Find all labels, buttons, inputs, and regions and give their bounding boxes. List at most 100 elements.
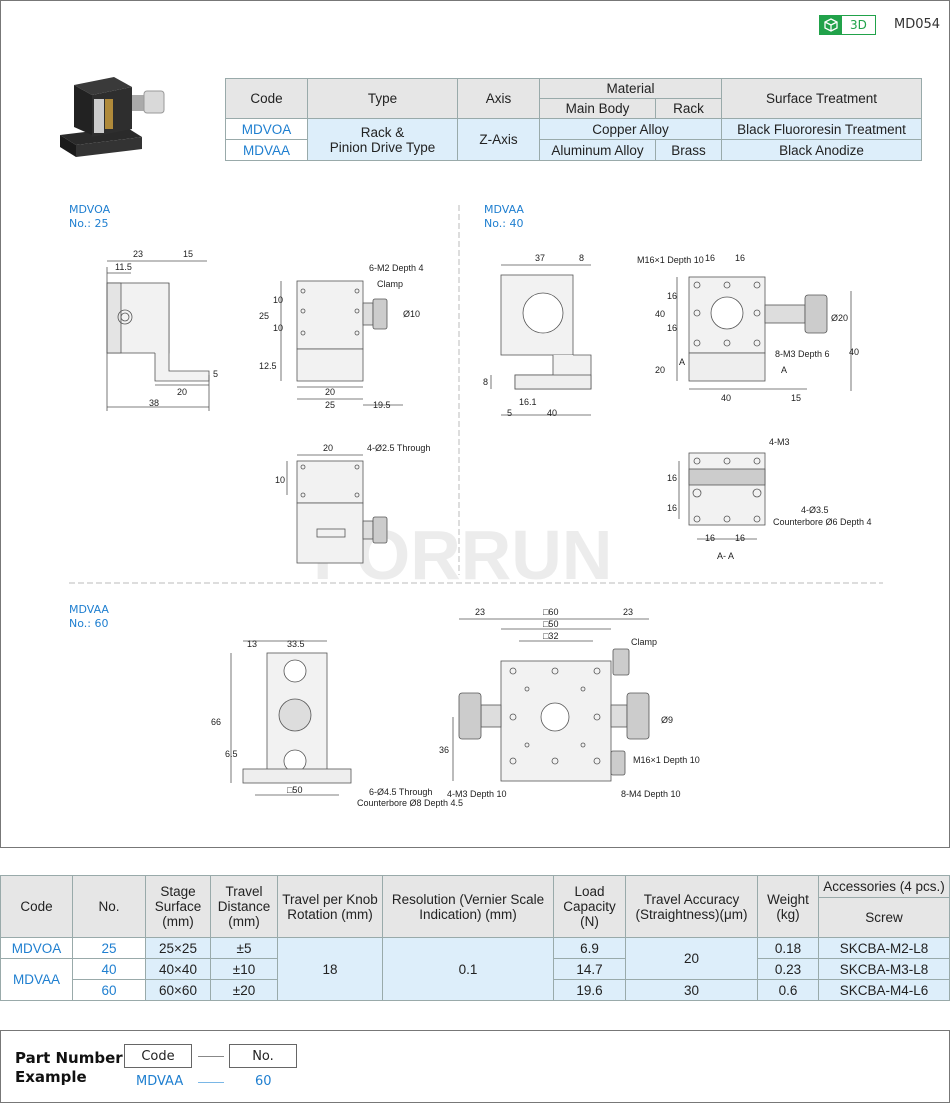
drawing-25-front: 23 15 11.5 20 38 5 xyxy=(106,249,218,411)
dim-20v: 20 xyxy=(655,365,665,375)
th-accessories: Accessories (4 pcs.) xyxy=(818,875,950,898)
dim-10a: 10 xyxy=(273,295,283,305)
th-stage: Stage Surface (mm) xyxy=(145,875,211,938)
dim-11-5: 11.5 xyxy=(115,262,132,272)
th-type: Type xyxy=(307,78,458,119)
dim-12-5: 12.5 xyxy=(259,361,277,371)
dim-16b: 16 xyxy=(735,533,745,543)
dim-16b: 16 xyxy=(735,253,745,263)
title-line2: Example xyxy=(15,1068,87,1086)
label-clamp: Clamp xyxy=(631,637,657,647)
travel-cell: ±5 xyxy=(210,937,278,959)
dim-32: □32 xyxy=(543,631,558,641)
dim-23a: 23 xyxy=(475,607,485,617)
dim-37: 37 xyxy=(535,253,545,263)
cube-icon xyxy=(820,16,842,34)
th-screw: Screw xyxy=(818,897,950,938)
dim-16v2: 16 xyxy=(667,503,677,513)
dim-20: 20 xyxy=(177,387,187,397)
dim-19-5: 19.5 xyxy=(373,400,391,410)
accuracy-cell: 20 xyxy=(625,937,758,980)
dim-33-5: 33.5 xyxy=(287,639,305,649)
th-material: Material xyxy=(539,78,722,99)
dim-phi20: Ø20 xyxy=(831,313,848,323)
dim-40: 40 xyxy=(547,408,557,418)
dim-10: 10 xyxy=(275,475,285,485)
drawing-60-side: 23 □60 23 □50 □32 Clamp Ø9 36 M16×1 Dept… xyxy=(439,607,700,799)
stage-cell: 60×60 xyxy=(145,979,211,1001)
th-rack: Rack xyxy=(655,98,722,119)
drawing-40-front: 37 8 8 16.1 5 40 xyxy=(483,253,592,418)
dim-40h: 40 xyxy=(721,393,731,403)
3d-model-button[interactable]: 3D xyxy=(819,15,876,35)
dim-15: 15 xyxy=(183,249,193,259)
dim-50: □50 xyxy=(543,619,558,629)
dim-phi10: Ø10 xyxy=(403,309,420,319)
weight-cell: 0.18 xyxy=(757,937,819,959)
code-cell: MDVAA xyxy=(0,958,73,1001)
dim-60: □60 xyxy=(543,607,558,617)
product-code: MD054 xyxy=(894,17,941,32)
dim-16v1: 16 xyxy=(667,473,677,483)
surface-cell: Black Anodize xyxy=(721,139,922,161)
dim-23b: 23 xyxy=(623,607,633,617)
drawing-sheet: 3D MD054 Code Type Axis Material Surface… xyxy=(0,0,950,848)
section-code: MDVOA xyxy=(69,203,111,216)
drawing-40-section: 4-M3 16 16 4-Ø3.5 Counterbore Ø6 Depth 4… xyxy=(667,437,872,561)
code-cell: MDVAA xyxy=(225,139,308,161)
main-body-cell: Aluminum Alloy xyxy=(539,139,656,161)
screw-cell: SKCBA-M2-L8 xyxy=(818,937,950,959)
label-4-m3: 4-M3 Depth 10 xyxy=(447,789,507,799)
no-cell: 25 xyxy=(72,937,146,959)
dim-25: 25 xyxy=(259,311,269,321)
section-no: No.: 40 xyxy=(484,217,524,230)
th-main-body: Main Body xyxy=(539,98,656,119)
label-through: 4-Ø2.5 Through xyxy=(367,443,430,453)
type-line1: Rack & xyxy=(360,124,405,140)
drawing-60-front: 13 33.5 66 6.5 □50 6-Ø4.5 Through Counte… xyxy=(211,639,463,808)
dim-25w: 25 xyxy=(325,400,335,410)
material-table: Code Type Axis Material Surface Treatmen… xyxy=(225,78,922,161)
label-8-m3: 8-M3 Depth 6 xyxy=(775,349,830,359)
label-clamp: Clamp xyxy=(377,279,403,289)
drawing-40-side: M16×1 Depth 10 16 16 40 16 16 20 A A 8-M… xyxy=(637,253,859,403)
dim-10b: 10 xyxy=(273,323,283,333)
dim-15: 15 xyxy=(791,393,801,403)
th-accuracy: Travel Accuracy (Straightness)(μm) xyxy=(625,875,758,938)
resolution-cell: 0.1 xyxy=(382,937,554,1001)
travel-cell: ±10 xyxy=(210,958,278,980)
label-cb: Counterbore Ø8 Depth 4.5 xyxy=(357,798,463,808)
travel-cell: ±20 xyxy=(210,979,278,1001)
dim-16-1: 16.1 xyxy=(519,397,537,407)
label-cb-depth: Counterbore Ø6 Depth 4 xyxy=(773,517,872,527)
surface-cell: Black Fluororesin Treatment xyxy=(721,118,922,140)
th-axis: Axis xyxy=(457,78,540,119)
connector-line xyxy=(198,1056,224,1057)
spec-section: Code No. Stage Surface (mm) Travel Dista… xyxy=(0,875,950,1003)
section-code: MDVAA xyxy=(484,203,524,216)
dim-66: 66 xyxy=(211,717,221,727)
dim-16v2: 16 xyxy=(667,323,677,333)
load-cell: 19.6 xyxy=(553,979,626,1001)
label-4-m3: 4-M3 xyxy=(769,437,790,447)
th-surface: Surface Treatment xyxy=(721,78,922,119)
label-through: 6-Ø4.5 Through xyxy=(369,787,432,797)
stage-cell: 25×25 xyxy=(145,937,211,959)
title-line1: Part Number xyxy=(15,1049,123,1067)
code-cell: MDVOA xyxy=(0,937,73,959)
dim-40r: 40 xyxy=(849,347,859,357)
load-cell: 14.7 xyxy=(553,958,626,980)
product-photo xyxy=(60,77,165,157)
example-no: 60 xyxy=(255,1074,272,1089)
section-mark-a: A xyxy=(679,357,685,367)
dim-16a: 16 xyxy=(705,253,715,263)
section-label: A- A xyxy=(717,551,734,561)
no-cell: 60 xyxy=(72,979,146,1001)
th-travel: Travel Distance (mm) xyxy=(210,875,278,938)
example-code: MDVAA xyxy=(136,1074,184,1089)
label-cb: 4-Ø3.5 xyxy=(801,505,829,515)
no-cell: 40 xyxy=(72,958,146,980)
drawing-25-side: 6-M2 Depth 4 Clamp Ø10 25 10 10 12.5 20 … xyxy=(259,263,424,410)
